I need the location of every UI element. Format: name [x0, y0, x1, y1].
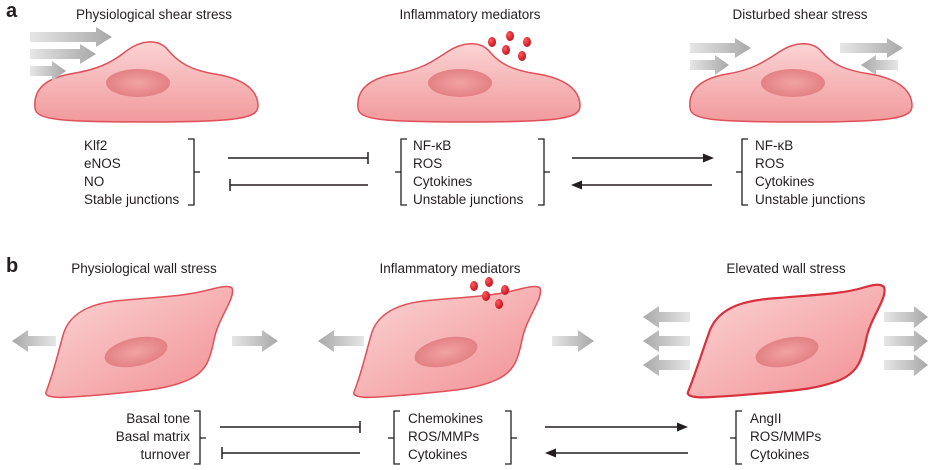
- mediator-dot-icon: [488, 37, 496, 47]
- shear-arrow-right-icon: [840, 38, 903, 58]
- list-item: Basal matrix: [115, 429, 190, 444]
- cell-b3: [686, 283, 886, 399]
- list-item: NF-κB: [413, 138, 452, 153]
- list-a-inflammatory: NF-κB ROS Cytokines Unstable junctions: [413, 137, 523, 209]
- bracket-right-a1: [188, 138, 195, 206]
- stress-arrow-left-icon: [318, 330, 364, 352]
- cell-a1: [34, 41, 259, 123]
- stress-arrow-right-icon: [552, 330, 594, 352]
- bracket-left-b2: [393, 410, 400, 465]
- bracket-right-a2: [538, 138, 545, 206]
- panel-letter-a: a: [6, 0, 18, 22]
- list-item: Cytokines: [413, 174, 473, 189]
- list-b-elevated: AngII ROS/MMPs Cytokines: [750, 410, 821, 464]
- bracket-right-b1: [194, 410, 201, 465]
- cell-b1: [45, 285, 234, 399]
- list-item: Klf2: [84, 138, 108, 153]
- mediator-dot-icon: [470, 281, 478, 291]
- list-item: Cytokines: [750, 447, 810, 462]
- cell-a3: [689, 43, 913, 123]
- title-elevated-wall-stress: Elevated wall stress: [726, 261, 846, 276]
- mediator-dots-a: [488, 31, 531, 61]
- stress-arrows-b3: [643, 306, 928, 376]
- bracket-left-b3: [735, 410, 742, 465]
- list-item: Basal tone: [126, 411, 190, 426]
- title-physiological-wall-stress: Physiological wall stress: [71, 261, 217, 276]
- mediator-dot-icon: [485, 277, 493, 287]
- list-item: Stable junctions: [84, 192, 180, 207]
- list-item: Cytokines: [408, 447, 468, 462]
- nucleus-a2: [428, 69, 492, 97]
- panel-letter-b: b: [6, 255, 19, 277]
- stress-arrow-right-icon: [232, 330, 278, 352]
- list-item: turnover: [140, 447, 190, 462]
- list-b-inflammatory: Chemokines ROS/MMPs Cytokines: [408, 410, 483, 464]
- nucleus-b3: [755, 336, 819, 368]
- mediator-dot-icon: [502, 45, 510, 55]
- bracket-right-b2: [505, 410, 512, 465]
- mediator-dot-icon: [518, 51, 526, 61]
- list-item: ROS/MMPs: [408, 429, 480, 444]
- list-item: NF-κB: [755, 138, 794, 153]
- arrowhead-right-icon: [703, 153, 714, 163]
- list-b-physiological: Basal tone Basal matrix turnover: [80, 410, 190, 464]
- stress-arrow-left-icon: [643, 306, 690, 328]
- list-a-disturbed: NF-κB ROS Cytokines Unstable junctions: [755, 137, 865, 209]
- brackets-a: [188, 138, 748, 206]
- list-item: Unstable junctions: [413, 192, 524, 207]
- stress-arrow-left-icon: [643, 354, 690, 376]
- title-inflammatory-mediators-b: Inflammatory mediators: [379, 261, 521, 276]
- cell-a2: [357, 43, 581, 123]
- connectors-a: [228, 152, 714, 191]
- arrowhead-left-icon: [571, 180, 582, 190]
- mediator-dot-icon: [501, 285, 509, 295]
- nucleus-b1: [104, 336, 168, 368]
- shear-arrow-left-icon: [861, 55, 898, 75]
- list-item: Chemokines: [408, 411, 484, 426]
- shear-arrow-right-icon: [690, 55, 729, 75]
- list-item: ROS: [755, 156, 785, 171]
- list-item: AngII: [750, 411, 782, 426]
- bracket-left-a3: [741, 138, 748, 206]
- list-a-physiological: Klf2 eNOS NO Stable junctions: [84, 137, 179, 209]
- stress-arrow-right-icon: [884, 330, 928, 352]
- shear-arrows-a1: [30, 27, 112, 81]
- shear-arrow-right-icon: [690, 38, 751, 58]
- title-physiological-shear-stress: Physiological shear stress: [75, 7, 233, 22]
- connectors-b: [220, 421, 688, 459]
- list-item: Unstable junctions: [755, 192, 866, 207]
- cell-b2: [353, 285, 542, 399]
- stress-arrow-left-icon: [12, 330, 56, 352]
- mediator-dot-icon: [482, 291, 490, 301]
- list-item: eNOS: [84, 156, 121, 171]
- list-item: ROS/MMPs: [750, 429, 822, 444]
- mediator-dots-b: [470, 277, 509, 309]
- list-item: NO: [84, 174, 105, 189]
- nucleus-a3: [761, 69, 825, 97]
- stress-arrows-b2: [318, 330, 594, 352]
- title-inflammatory-mediators-a: Inflammatory mediators: [399, 7, 541, 22]
- shear-arrows-a3: [690, 38, 903, 75]
- arrowhead-left-icon: [545, 448, 556, 458]
- mediator-dot-icon: [506, 31, 514, 41]
- nucleus-a1: [106, 69, 170, 97]
- stress-arrow-right-icon: [884, 306, 928, 328]
- stress-arrow-left-icon: [643, 330, 690, 352]
- bracket-left-a2: [400, 138, 407, 206]
- list-item: ROS: [413, 156, 443, 171]
- shear-arrow-right-icon: [30, 44, 96, 64]
- mediator-dot-icon: [495, 299, 503, 309]
- stress-arrow-right-icon: [884, 354, 928, 376]
- brackets-b: [194, 410, 742, 465]
- shear-arrow-right-icon: [30, 61, 66, 81]
- stress-arrows-b1: [12, 330, 278, 352]
- arrowhead-right-icon: [677, 422, 688, 432]
- mediator-dot-icon: [523, 37, 531, 47]
- nucleus-b2: [414, 336, 478, 368]
- shear-arrow-right-icon: [30, 27, 112, 47]
- title-disturbed-shear-stress: Disturbed shear stress: [732, 7, 868, 22]
- list-item: Cytokines: [755, 174, 815, 189]
